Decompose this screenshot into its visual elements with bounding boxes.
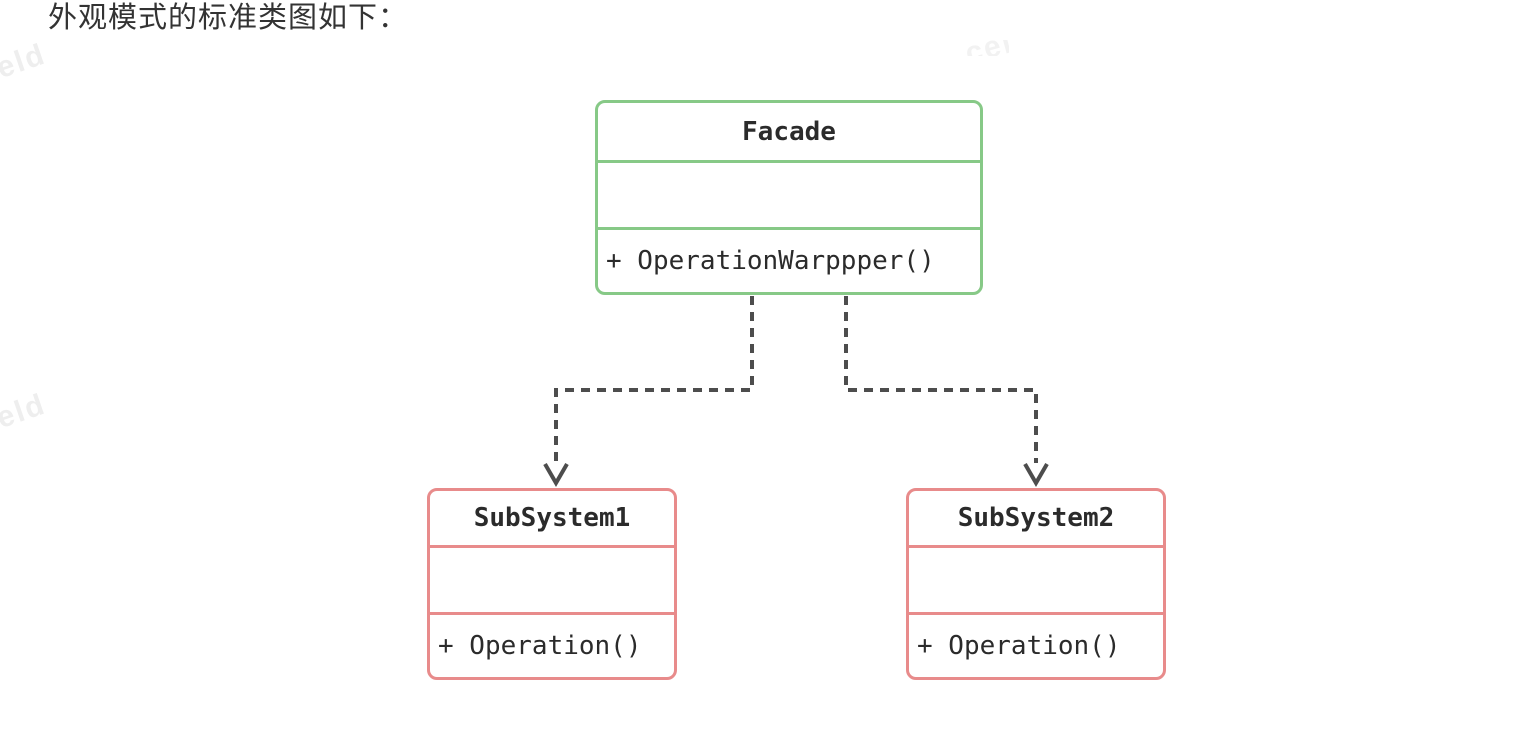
class-box-facade: Facade + OperationWarppper() — [595, 100, 983, 295]
class-box-subsystem1: SubSystem1 + Operation() — [427, 488, 677, 680]
connector-facade-to-subsystem1 — [554, 296, 754, 463]
watermark-text: celd — [0, 387, 50, 442]
connector-facade-to-subsystem2 — [844, 296, 1038, 463]
arrowhead-subsystem2 — [1023, 462, 1049, 487]
class-box-subsystem2: SubSystem2 + Operation() — [906, 488, 1166, 680]
class-method: + Operation() — [438, 631, 642, 661]
watermark-fragment: celd — [965, 40, 1009, 56]
watermark-text: celd — [0, 37, 50, 92]
class-attributes-empty — [430, 548, 674, 615]
class-name: SubSystem2 — [909, 491, 1163, 548]
class-name: SubSystem1 — [430, 491, 674, 548]
class-name: Facade — [598, 103, 980, 163]
page-title: 外观模式的标准类图如下： — [48, 2, 409, 34]
watermark-text: celd — [965, 40, 1009, 56]
class-method: + OperationWarppper() — [606, 246, 935, 276]
class-attributes-empty — [598, 163, 980, 230]
arrowhead-subsystem1 — [543, 462, 569, 487]
class-attributes-empty — [909, 548, 1163, 615]
class-method: + Operation() — [917, 631, 1121, 661]
